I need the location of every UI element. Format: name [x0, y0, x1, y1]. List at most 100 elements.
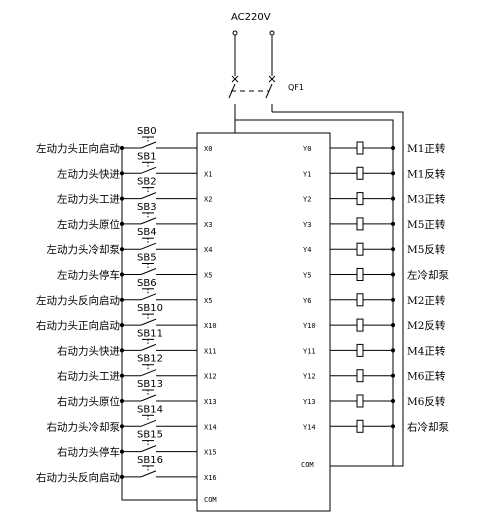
- output-row: Y3 M5正转: [303, 217, 446, 231]
- output-row: Y1 M1反转: [303, 166, 446, 180]
- power-terminal-n: [269, 30, 275, 36]
- input-label: 左动力头正向启动: [36, 142, 120, 155]
- output-label: M6反转: [407, 395, 446, 408]
- pushbutton-contact: [140, 445, 157, 453]
- input-pin: X11: [204, 347, 217, 355]
- contactor-coil: [356, 419, 364, 433]
- junction-dot: [390, 221, 396, 226]
- output-label: M5反转: [407, 243, 446, 256]
- contactor-coil: [356, 394, 364, 408]
- input-label: 左动力头反向启动: [36, 294, 120, 307]
- breaker-contact-mark: [268, 75, 276, 83]
- pushbutton-contact: [140, 293, 157, 301]
- power-terminal-l: [232, 30, 238, 36]
- input-label: 左动力头快进: [57, 167, 120, 180]
- pushbutton-contact: [140, 343, 157, 351]
- output-pin: Y1: [303, 170, 311, 178]
- contactor-coil: [356, 242, 364, 256]
- output-pin: Y11: [303, 347, 316, 355]
- push-button-label: SB15: [137, 430, 163, 441]
- output-row: Y13 M6反转: [303, 394, 446, 408]
- pushbutton-contact: [140, 242, 157, 250]
- breaker-label: QF1: [288, 83, 304, 92]
- pushbutton-contact: [140, 394, 157, 402]
- output-pin: Y10: [303, 322, 316, 330]
- output-label: M2正转: [407, 294, 446, 307]
- input-label: 左动力头原位: [57, 218, 120, 231]
- input-pin: X5: [204, 297, 212, 305]
- pushbutton-contact: [140, 268, 157, 275]
- output-row: Y4 M5反转: [303, 242, 446, 256]
- input-label: 左动力头工进: [57, 193, 120, 206]
- input-pin: X5: [204, 272, 212, 280]
- input-pin: X4: [204, 246, 212, 254]
- push-button-label: SB13: [137, 379, 163, 390]
- output-row: Y6 M2正转: [303, 293, 446, 307]
- pushbutton-contact: [140, 470, 157, 478]
- junction-dot: [390, 272, 396, 277]
- output-com-pin: COM: [301, 461, 314, 469]
- output-row: Y12 M6正转: [303, 369, 446, 383]
- output-label: M1反转: [407, 167, 446, 180]
- junction-dot: [390, 323, 396, 328]
- output-label: M5正转: [407, 218, 446, 231]
- output-bus-n: [272, 111, 404, 467]
- push-button-label: SB2: [137, 177, 157, 188]
- push-button-label: SB0: [137, 126, 157, 137]
- contactor-coil: [356, 343, 364, 357]
- input-label: 右动力头正向启动: [36, 319, 120, 332]
- push-button-label: SB4: [137, 227, 157, 238]
- contactor-coil: [356, 369, 364, 383]
- output-row: Y5 左冷却泵: [303, 268, 449, 282]
- push-button-label: SB1: [137, 151, 157, 162]
- input-label: 右动力头工进: [57, 370, 120, 383]
- push-button-label: SB16: [137, 455, 163, 466]
- output-label: 右冷却泵: [407, 420, 449, 433]
- plc-module: [196, 132, 331, 512]
- push-button-label: SB14: [137, 404, 163, 415]
- output-pin: Y0: [303, 145, 311, 153]
- push-button-label: SB10: [137, 303, 163, 314]
- input-pin: X15: [204, 449, 217, 457]
- junction-dot: [390, 348, 396, 353]
- output-label: 左冷却泵: [407, 269, 449, 282]
- output-label: M2反转: [407, 319, 446, 332]
- output-pin: Y3: [303, 221, 311, 229]
- junction-dot: [390, 196, 396, 201]
- input-pin: X16: [204, 474, 217, 482]
- output-label: M3正转: [407, 193, 446, 206]
- output-row: Y11 M4正转: [303, 343, 446, 357]
- push-button-label: SB6: [137, 278, 157, 289]
- output-pin: Y12: [303, 373, 316, 381]
- output-pin: Y13: [303, 398, 316, 406]
- input-pin: X0: [204, 145, 212, 153]
- input-pin: X2: [204, 196, 212, 204]
- output-pin: Y6: [303, 297, 311, 305]
- junction-dot: [390, 297, 396, 302]
- output-label: M6正转: [407, 370, 446, 383]
- input-pin: X1: [204, 170, 212, 178]
- input-label: 左动力头冷却泵: [47, 243, 121, 256]
- input-label: 右动力头原位: [57, 395, 120, 408]
- junction-dot: [390, 373, 396, 378]
- output-pin: Y4: [303, 246, 311, 254]
- output-label: M4正转: [407, 344, 446, 357]
- output-pin: Y5: [303, 272, 311, 280]
- junction-dot: [390, 398, 396, 404]
- contactor-coil: [356, 192, 364, 206]
- breaker-qf1-symbol: [228, 75, 276, 133]
- input-pin: X10: [204, 322, 217, 330]
- push-button-label: SB3: [137, 202, 157, 213]
